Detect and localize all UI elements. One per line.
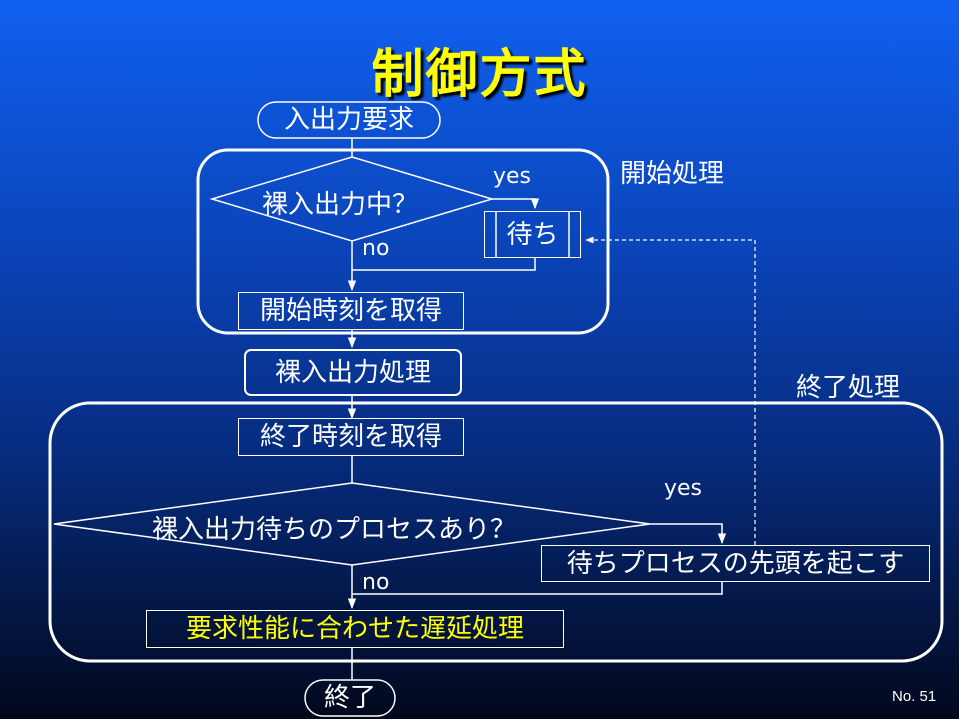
slide-title: 制御方式	[371, 45, 588, 105]
delay-box: 要求性能に合わせた遅延処理	[146, 610, 564, 648]
end-label: 終了	[323, 683, 376, 713]
end-processing-group	[48, 401, 944, 663]
raw-io-label: 裸入出力処理	[274, 357, 431, 388]
raw-io-box: 裸入出力処理	[244, 349, 462, 396]
decision-waiting-label: 裸入出力待ちのプロセスあり？	[152, 515, 517, 545]
get-start-time-label: 開始時刻を取得	[259, 296, 442, 326]
start-label: 入出力要求	[283, 105, 414, 135]
no-label-2: no	[362, 570, 390, 595]
start-processing-label: 開始処理	[620, 159, 725, 189]
get-end-time-box: 終了時刻を取得	[238, 418, 464, 456]
end-terminal: 終了	[305, 680, 395, 716]
end-terminal-shape	[304, 679, 396, 717]
decision-busy-label: 裸入出力中？	[262, 190, 419, 220]
get-start-time-box: 開始時刻を取得	[238, 292, 464, 330]
wake-head-box: 待ちプロセスの先頭を起こす	[541, 545, 930, 582]
wait-box: 待ち	[484, 211, 581, 258]
start-terminal: 入出力要求	[258, 102, 440, 138]
get-end-time-label: 終了時刻を取得	[259, 422, 442, 452]
yes-label-1: yes	[493, 164, 532, 189]
end-processing-label: 終了処理	[796, 373, 901, 403]
start-terminal-shape	[257, 101, 441, 139]
wait-label: 待ち	[506, 219, 559, 250]
start-processing-group	[196, 148, 610, 335]
no-label-1: no	[362, 236, 390, 261]
delay-label: 要求性能に合わせた遅延処理	[185, 614, 524, 644]
yes-label-2: yes	[664, 476, 703, 501]
page-number: No. 51	[892, 688, 937, 705]
wake-head-label: 待ちプロセスの先頭を起こす	[566, 548, 905, 579]
wakeup-dashed-line	[585, 236, 756, 545]
